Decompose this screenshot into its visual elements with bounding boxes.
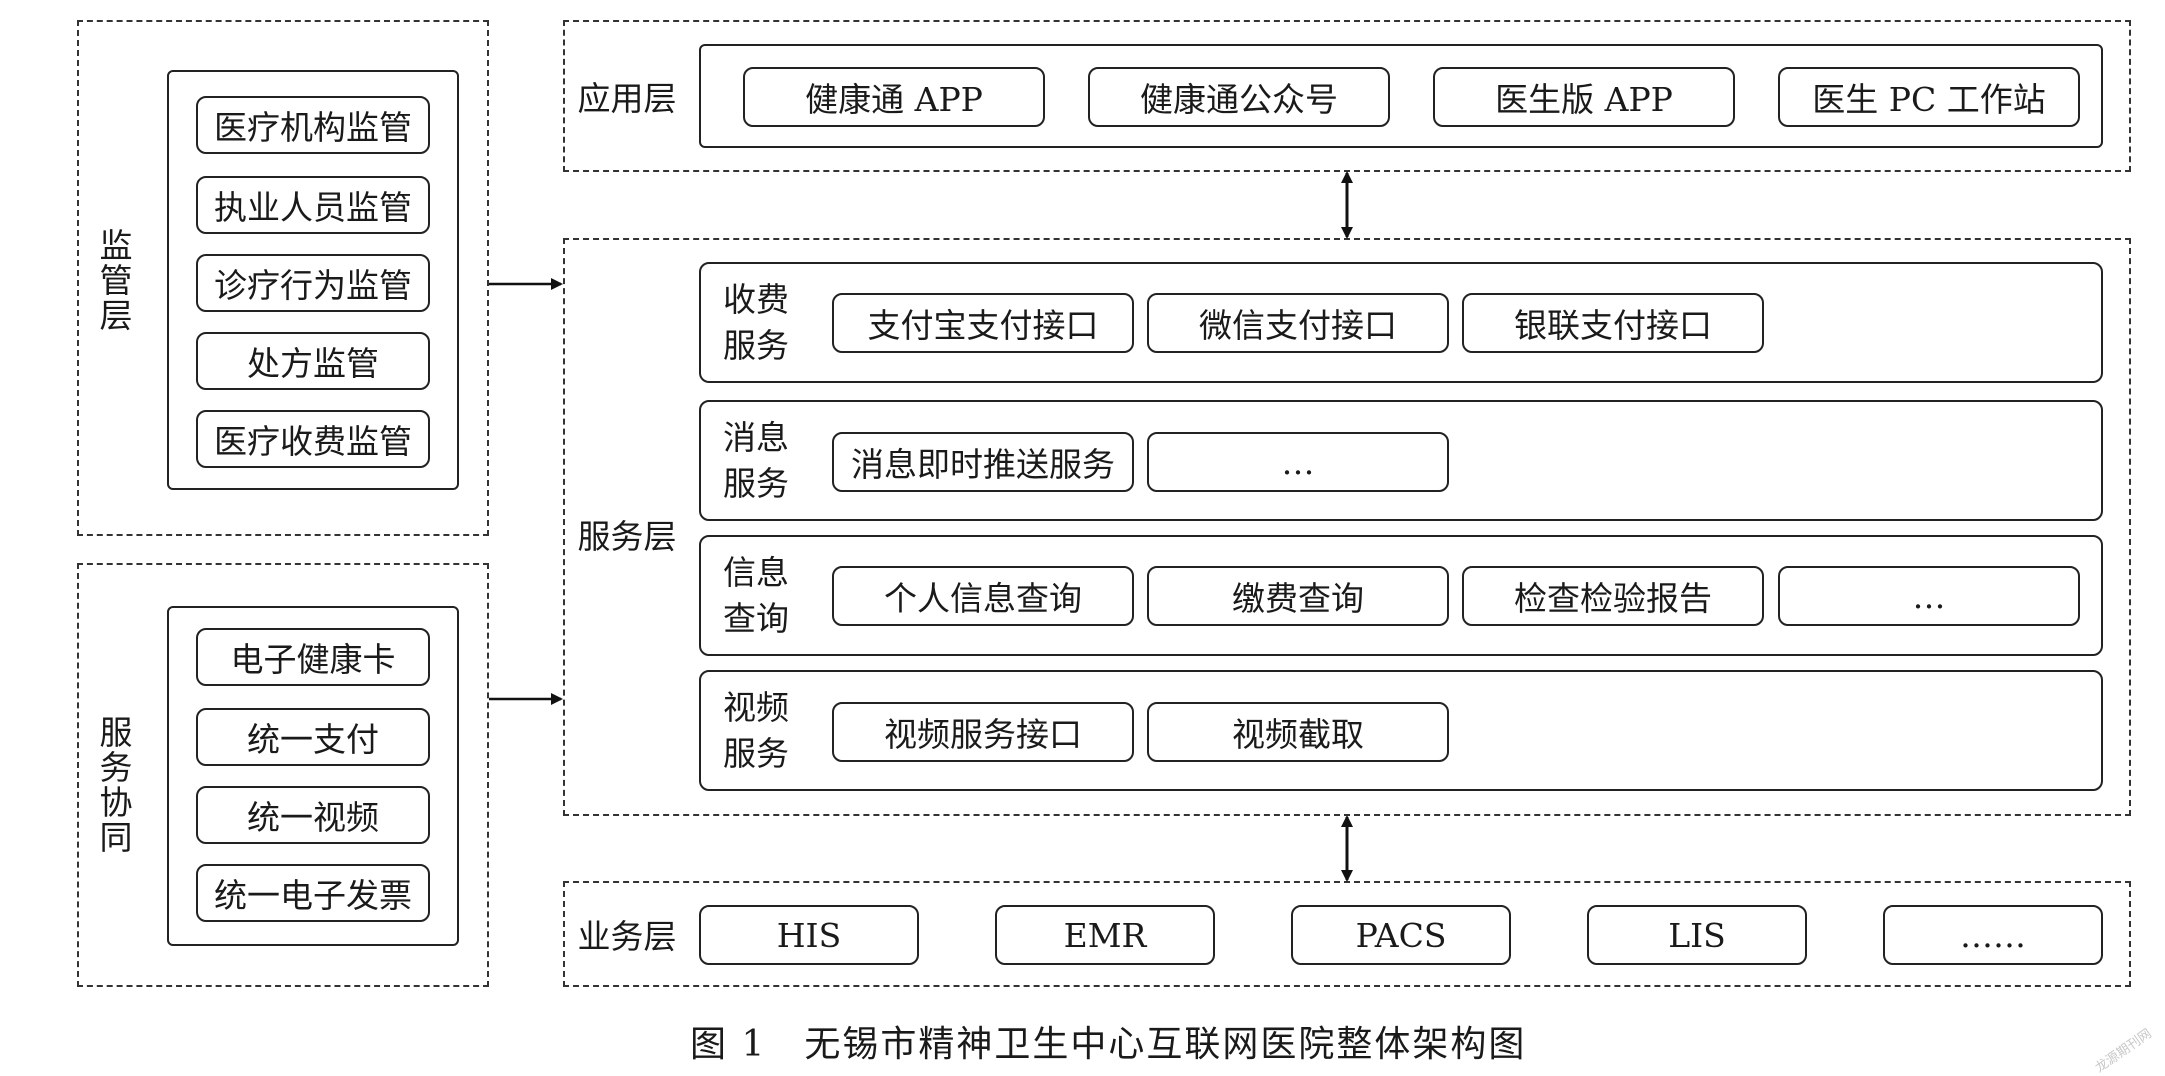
service-item: 支付宝支付接口 xyxy=(832,293,1134,353)
service-item: 视频服务接口 xyxy=(832,702,1134,762)
service-group-label-line: 视频 xyxy=(723,688,789,727)
figure-caption: 图 1 无锡市精神卫生中心互联网医院整体架构图 xyxy=(690,1024,1527,1065)
regulation-item: 医疗收费监管 xyxy=(196,410,430,468)
service-group-message xyxy=(699,400,2103,521)
app-item: 健康通公众号 xyxy=(1088,67,1390,127)
service-group-info-query xyxy=(699,535,2103,656)
app-items-box xyxy=(699,44,2103,148)
service-item: 消息即时推送服务 xyxy=(832,432,1134,492)
regulation-item: 执业人员监管 xyxy=(196,176,430,234)
regulation-layer-panel xyxy=(77,20,489,536)
service-group-label: 视频 服务 xyxy=(714,685,798,779)
business-item: PACS xyxy=(1291,905,1511,965)
business-item: HIS xyxy=(699,905,919,965)
collaboration-item: 统一视频 xyxy=(196,786,430,844)
collaboration-item: 电子健康卡 xyxy=(196,628,430,686)
service-group-label-line: 消息 xyxy=(723,418,789,457)
business-item: EMR xyxy=(995,905,1215,965)
business-item: …… xyxy=(1883,905,2103,965)
service-item: 个人信息查询 xyxy=(832,566,1134,626)
service-layer-label: 服务层 xyxy=(577,517,677,556)
app-layer-label: 应用层 xyxy=(577,79,677,118)
service-item: … xyxy=(1778,566,2080,626)
service-group-label-line: 服务 xyxy=(723,326,789,365)
service-group-label-line: 服务 xyxy=(723,464,789,503)
business-layer-panel xyxy=(563,881,2131,987)
service-group-label: 信息 查询 xyxy=(714,550,798,644)
service-group-video xyxy=(699,670,2103,791)
service-item: 微信支付接口 xyxy=(1147,293,1449,353)
service-item: … xyxy=(1147,432,1449,492)
app-item: 医生版 APP xyxy=(1433,67,1735,127)
regulation-item: 处方监管 xyxy=(196,332,430,390)
app-item: 健康通 APP xyxy=(743,67,1045,127)
app-item: 医生 PC 工作站 xyxy=(1778,67,2080,127)
service-item: 缴费查询 xyxy=(1147,566,1449,626)
business-item: LIS xyxy=(1587,905,1807,965)
service-group-label-line: 查询 xyxy=(723,599,789,638)
service-group-label: 消息 服务 xyxy=(714,415,798,509)
service-item: 银联支付接口 xyxy=(1462,293,1764,353)
service-group-label-line: 信息 xyxy=(723,553,789,592)
collaboration-item: 统一电子发票 xyxy=(196,864,430,922)
regulation-items-box xyxy=(167,70,459,490)
collaboration-panel xyxy=(77,563,489,987)
business-layer-label: 业务层 xyxy=(577,917,677,956)
regulation-layer-label: 监管层 xyxy=(94,227,133,333)
collaboration-items-box xyxy=(167,606,459,946)
service-item: 视频截取 xyxy=(1147,702,1449,762)
regulation-item: 医疗机构监管 xyxy=(196,96,430,154)
collaboration-item: 统一支付 xyxy=(196,708,430,766)
regulation-item: 诊疗行为监管 xyxy=(196,254,430,312)
service-group-label: 收费 服务 xyxy=(714,277,798,371)
service-group-payment xyxy=(699,262,2103,383)
service-group-label-line: 服务 xyxy=(723,734,789,773)
service-group-label-line: 收费 xyxy=(723,280,789,319)
collaboration-label: 服务协同 xyxy=(94,715,133,855)
service-item: 检查检验报告 xyxy=(1462,566,1764,626)
